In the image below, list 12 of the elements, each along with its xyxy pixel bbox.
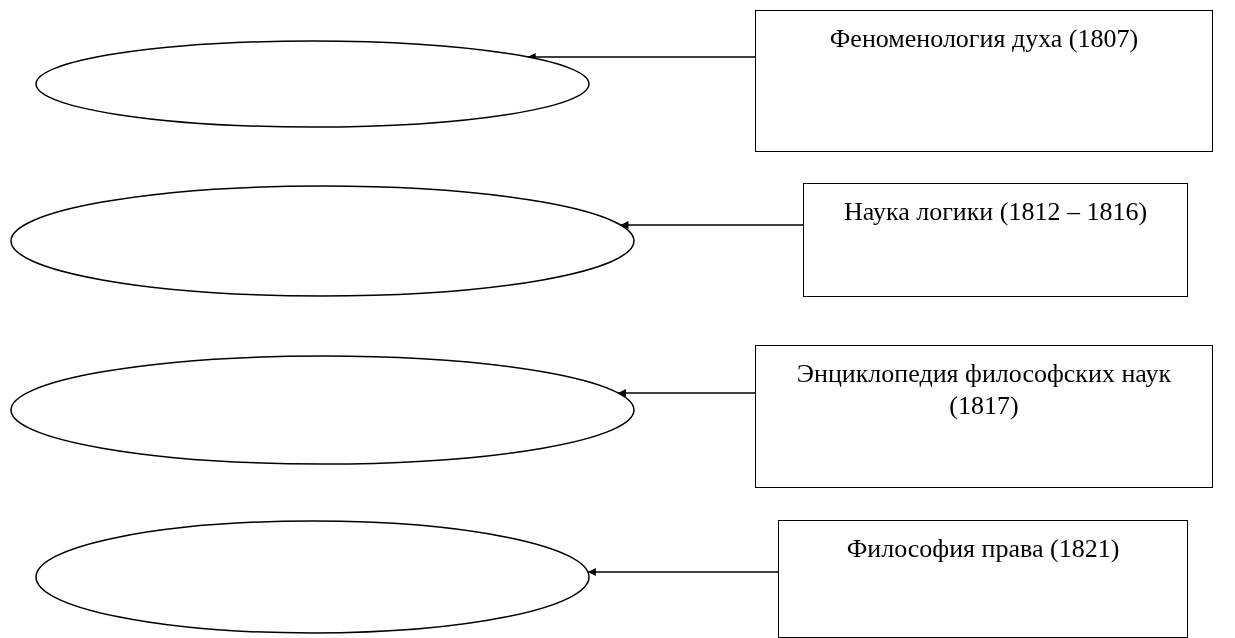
arrow (617, 389, 756, 397)
text-box (755, 345, 1213, 488)
arrow (526, 53, 756, 61)
box-text: Энциклопедия философских наук (1817) (795, 358, 1173, 422)
arrow (587, 568, 779, 576)
arrow (619, 221, 804, 229)
text-box (755, 10, 1213, 152)
box-text: Наука логики (1812 – 1816) (842, 196, 1149, 228)
text-box (778, 520, 1188, 638)
box-text: Философия права (1821) (845, 533, 1121, 565)
box-text: Феноменология духа (1807) (828, 23, 1140, 55)
text-box (803, 183, 1188, 297)
